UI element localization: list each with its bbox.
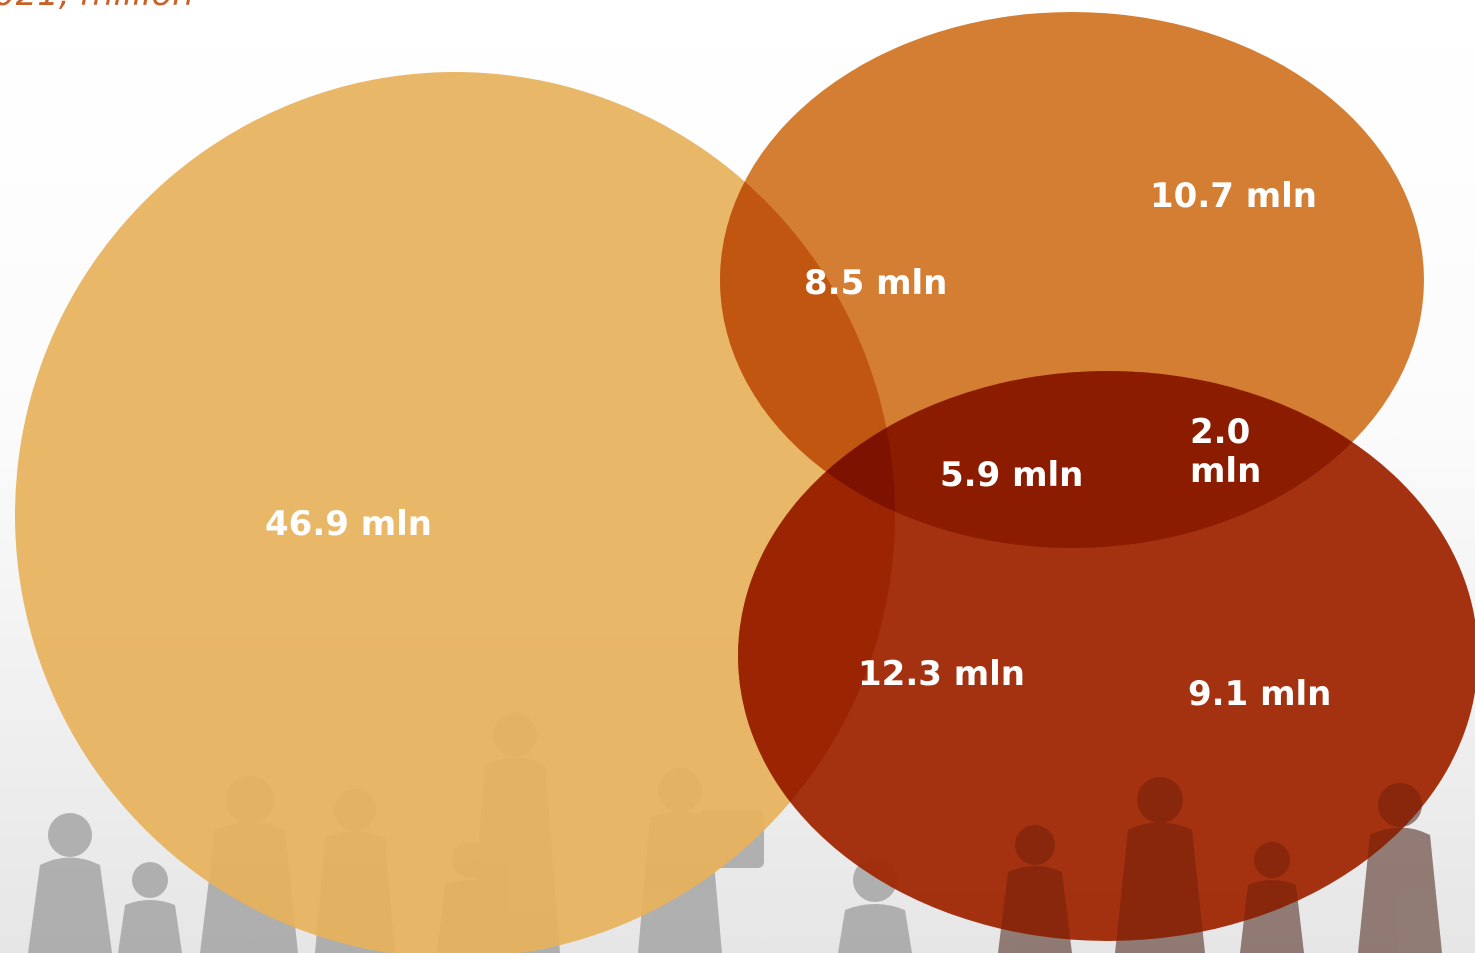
label-bottom-only: 9.1 mln [1188, 674, 1331, 714]
caption-fragment: 021, million [0, 0, 194, 14]
person-silhouette-front-2 [1115, 777, 1205, 953]
label-large-bottom: 12.3 mln [858, 654, 1025, 694]
person-silhouette-front-4 [1358, 783, 1442, 953]
person-silhouette-front-3 [1240, 842, 1304, 953]
label-top-bottom-line2: mln [1190, 451, 1261, 491]
silhouettes-foreground [998, 777, 1442, 953]
person-silhouette-1 [28, 813, 112, 953]
label-large-only: 46.9 mln [265, 504, 432, 544]
label-all-three: 5.9 mln [940, 455, 1083, 495]
label-top-bottom-line1: 2.0 [1190, 412, 1250, 452]
circle-large [15, 72, 895, 953]
label-top-only: 10.7 mln [1150, 176, 1317, 216]
label-large-top: 8.5 mln [804, 263, 947, 303]
person-silhouette-2 [118, 862, 182, 953]
person-silhouette-front-1 [998, 825, 1072, 953]
